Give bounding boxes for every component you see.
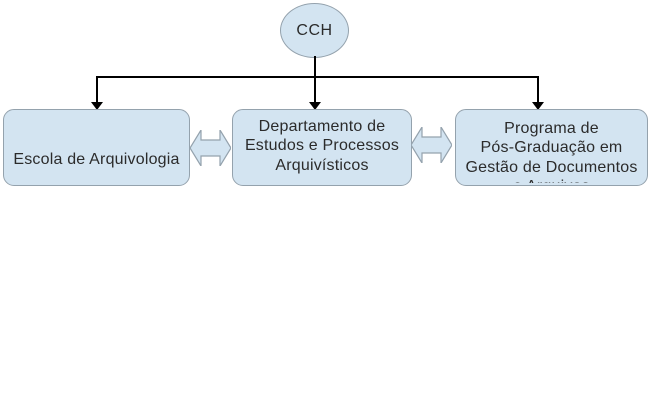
node-label: Programa de Pós-Graduação em Gestão de D… <box>465 120 638 183</box>
arrowhead-down-icon <box>309 102 321 110</box>
arrowhead-down-icon <box>532 102 544 110</box>
node-escola-de-arquivologia: Escola de Arquivologia <box>3 109 190 186</box>
double-arrow-icon <box>411 127 452 163</box>
node-programa-pos-graduacao: Programa de Pós-Graduação em Gestão de D… <box>455 109 648 186</box>
double-arrow-icon <box>190 130 231 166</box>
node-departamento-estudos-processos: Departamento de Estudos e Processos Arqu… <box>232 109 412 186</box>
root-node-label: CCH <box>296 21 333 39</box>
connector-stem-center <box>314 56 316 103</box>
node-label: Escola de Arquivologia <box>13 151 180 168</box>
root-node-cch: CCH <box>280 3 349 58</box>
connector-horizontal-bar <box>96 76 539 78</box>
arrowhead-down-icon <box>91 102 103 110</box>
node-label: Departamento de Estudos e Processos Arqu… <box>244 118 400 174</box>
connector-drop-right <box>537 76 539 103</box>
connector-drop-left <box>96 76 98 103</box>
